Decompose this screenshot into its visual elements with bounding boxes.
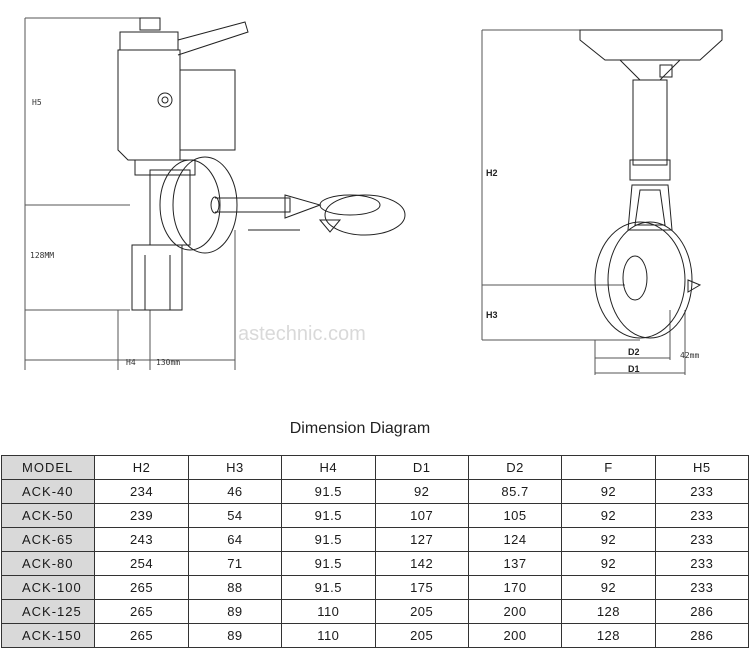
cell-d1: 175 xyxy=(374,575,469,600)
cell-d2: 200 xyxy=(467,599,563,624)
table-row: ACK-40 234 46 91.5 92 85.7 92 233 xyxy=(0,479,750,504)
cell-d2: 124 xyxy=(467,527,563,552)
h4-label: H4 xyxy=(126,358,136,367)
cell-h2: 265 xyxy=(94,575,189,600)
cell-h4: 91.5 xyxy=(281,503,376,528)
cell-d2: 105 xyxy=(467,503,563,528)
cell-h3: 46 xyxy=(187,479,283,504)
cell-h3: 89 xyxy=(187,599,283,624)
front-view-drawing xyxy=(481,29,723,375)
cell-h5: 233 xyxy=(654,575,750,600)
cell-d1: 205 xyxy=(374,599,469,624)
header-h3: H3 xyxy=(187,455,283,480)
cell-h2: 234 xyxy=(94,479,189,504)
cell-h4: 91.5 xyxy=(281,527,376,552)
cell-h5: 233 xyxy=(654,551,750,576)
cell-f: 92 xyxy=(561,479,656,504)
cell-h5: 233 xyxy=(654,503,750,528)
watermark-text: astechnic.com xyxy=(238,323,366,345)
cell-h4: 110 xyxy=(281,623,376,648)
diagram-caption: Dimension Diagram xyxy=(289,420,431,437)
cell-h4: 91.5 xyxy=(281,575,376,600)
cell-h5: 286 xyxy=(654,599,750,624)
width-130mm-label: 130mm xyxy=(156,358,180,367)
dimension-table: MODEL H2 H3 H4 D1 D2 F H5 ACK-40 234 46 … xyxy=(0,455,750,648)
cell-h3: 71 xyxy=(187,551,283,576)
cell-h2: 265 xyxy=(94,623,189,648)
cell-model: ACK-125 xyxy=(0,599,96,624)
cell-model: ACK-40 xyxy=(0,479,96,504)
header-d2: D2 xyxy=(467,455,563,480)
cell-f: 92 xyxy=(561,551,656,576)
cell-h5: 233 xyxy=(654,527,750,552)
cell-h2: 239 xyxy=(94,503,189,528)
cell-h3: 54 xyxy=(187,503,283,528)
cell-h3: 89 xyxy=(187,623,283,648)
d1-label: D1 xyxy=(628,364,640,374)
table-row: ACK-80 254 71 91.5 142 137 92 233 xyxy=(0,551,750,576)
cell-model: ACK-65 xyxy=(0,527,96,552)
cell-f: 128 xyxy=(561,623,656,648)
cell-d1: 107 xyxy=(374,503,469,528)
cell-h2: 243 xyxy=(94,527,189,552)
table-row: ACK-125 265 89 110 205 200 128 286 xyxy=(0,599,750,624)
table-header-row: MODEL H2 H3 H4 D1 D2 F H5 xyxy=(0,455,750,480)
cell-h5: 233 xyxy=(654,479,750,504)
cell-d1: 142 xyxy=(374,551,469,576)
cell-d2: 137 xyxy=(467,551,563,576)
header-f: F xyxy=(561,455,656,480)
cell-f: 92 xyxy=(561,503,656,528)
cell-d2: 85.7 xyxy=(467,479,563,504)
cell-model: ACK-150 xyxy=(0,623,96,648)
cell-d2: 200 xyxy=(467,623,563,648)
d2-label: D2 xyxy=(628,347,640,357)
h2-label: H2 xyxy=(486,168,498,178)
cell-h5: 286 xyxy=(654,623,750,648)
cell-d1: 92 xyxy=(374,479,469,504)
cell-d1: 127 xyxy=(374,527,469,552)
header-h5: H5 xyxy=(654,455,750,480)
cell-f: 128 xyxy=(561,599,656,624)
cell-model: ACK-80 xyxy=(0,551,96,576)
header-d1: D1 xyxy=(374,455,469,480)
dimension-drawing: H5 128MM H4 130mm H2 H3 D2 D1 42mm astec… xyxy=(24,17,723,375)
cell-h3: 64 xyxy=(187,527,283,552)
cell-model: ACK-50 xyxy=(0,503,96,528)
width-42mm-label: 42mm xyxy=(680,351,699,360)
header-h2: H2 xyxy=(94,455,189,480)
cell-f: 92 xyxy=(561,575,656,600)
cell-h4: 91.5 xyxy=(281,479,376,504)
table-row: ACK-100 265 88 91.5 175 170 92 233 xyxy=(0,575,750,600)
side-view-drawing xyxy=(24,17,406,370)
h5-label: H5 xyxy=(32,98,42,107)
cell-d2: 170 xyxy=(467,575,563,600)
cell-h4: 91.5 xyxy=(281,551,376,576)
cell-model: ACK-100 xyxy=(0,575,96,600)
table-row: ACK-150 265 89 110 205 200 128 286 xyxy=(0,623,750,648)
header-h4: H4 xyxy=(281,455,376,480)
cell-h2: 265 xyxy=(94,599,189,624)
table-row: ACK-50 239 54 91.5 107 105 92 233 xyxy=(0,503,750,528)
table-row: ACK-65 243 64 91.5 127 124 92 233 xyxy=(0,527,750,552)
header-model: MODEL xyxy=(0,455,96,480)
cell-h4: 110 xyxy=(281,599,376,624)
cell-d1: 205 xyxy=(374,623,469,648)
cell-h2: 254 xyxy=(94,551,189,576)
cell-h3: 88 xyxy=(187,575,283,600)
h3-label: H3 xyxy=(486,310,498,320)
cell-f: 92 xyxy=(561,527,656,552)
height-128mm-label: 128MM xyxy=(30,251,54,260)
